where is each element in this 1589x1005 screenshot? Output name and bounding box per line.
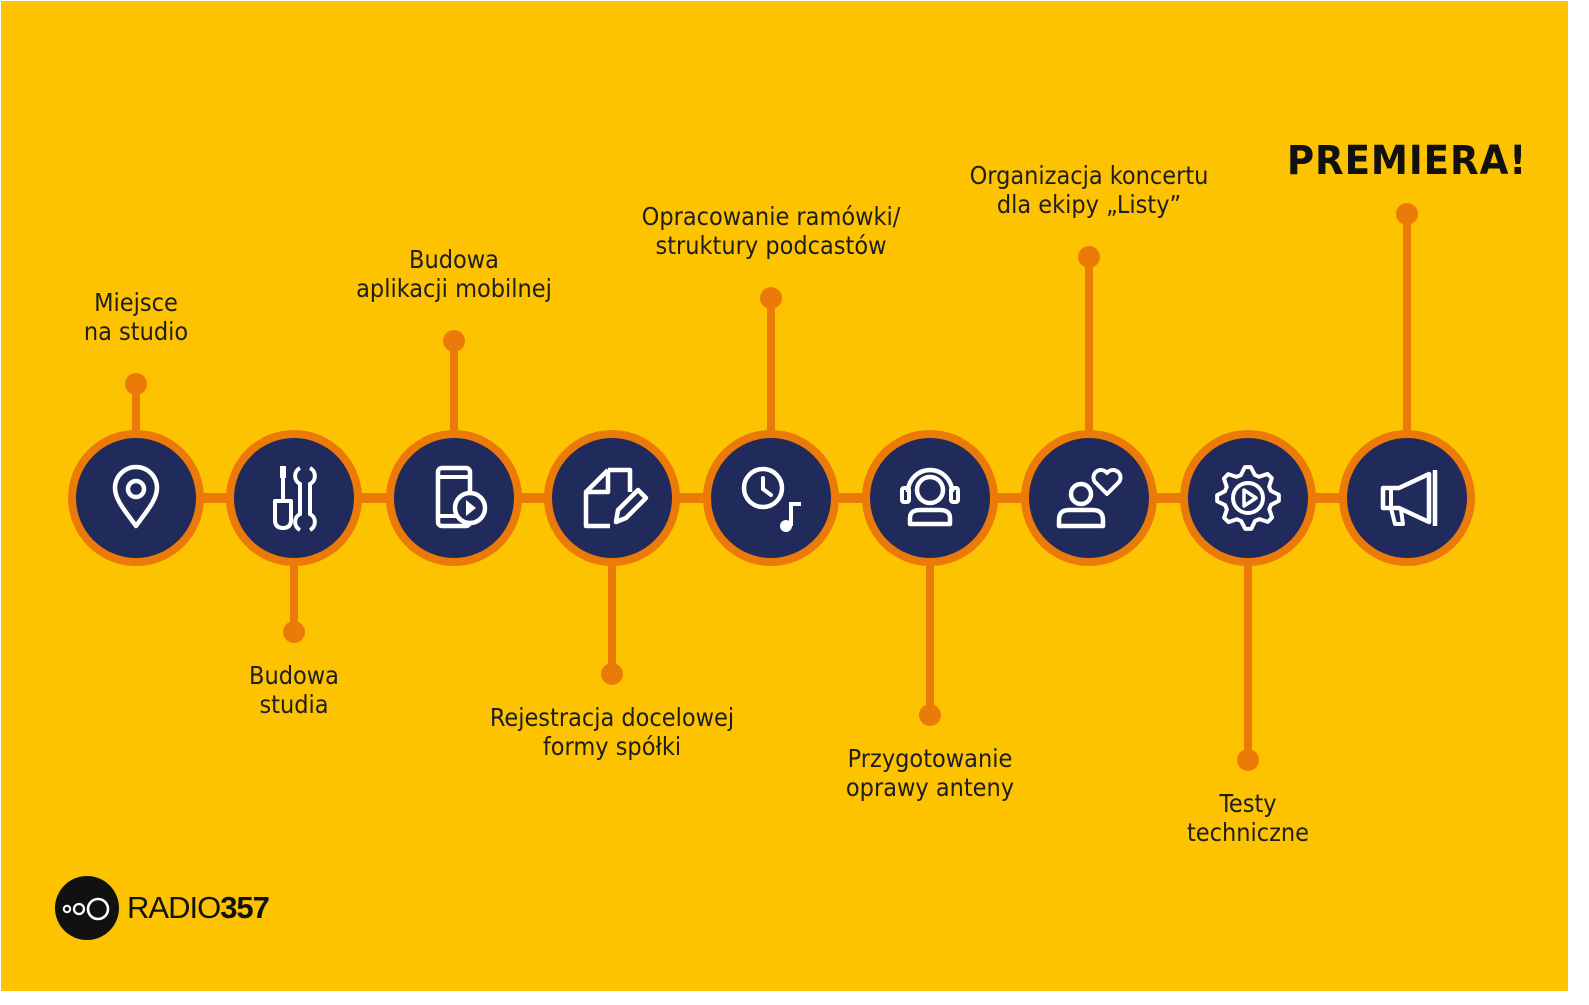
- step-node: [386, 430, 522, 566]
- logo-prefix: RADIO: [127, 890, 221, 925]
- node-disc: [552, 438, 672, 558]
- step-dot: [1237, 749, 1259, 771]
- user-heart-icon: [1056, 468, 1123, 529]
- node-disc: [1188, 438, 1308, 558]
- step-node: [703, 430, 839, 566]
- timeline-nodes: [68, 430, 1475, 566]
- node-disc: [870, 438, 990, 558]
- premiera-title: PREMIERA!: [1286, 138, 1528, 184]
- step-dot: [919, 704, 941, 726]
- headset-operator-icon: [900, 467, 960, 527]
- step-node: [226, 430, 362, 566]
- node-disc: [394, 438, 514, 558]
- clock-music-icon: [741, 466, 801, 532]
- step-node: [1180, 430, 1316, 566]
- step-dot: [760, 287, 782, 309]
- step-dot: [125, 373, 147, 395]
- step-node: [1339, 430, 1475, 566]
- mobile-app-icon: [435, 465, 488, 529]
- megaphone-icon: [1380, 470, 1438, 526]
- step-label-koncert: Organizacja koncertu dla ekipy „Listy”: [969, 161, 1209, 219]
- step-dot: [601, 663, 623, 685]
- step-label-testy: Testy techniczne: [1186, 789, 1310, 847]
- logo-circle: [55, 876, 119, 940]
- document-edit-icon: [583, 467, 649, 529]
- gear-play-icon: [1215, 465, 1281, 531]
- logo-dots-icon: [62, 897, 110, 921]
- step-dot: [1396, 203, 1418, 225]
- step-label-budowa-studia: Budowa studia: [249, 661, 339, 719]
- node-disc: [711, 438, 831, 558]
- step-node: [862, 430, 998, 566]
- step-node: [1021, 430, 1157, 566]
- logo-text: RADIO357: [127, 890, 270, 926]
- step-dot: [1078, 246, 1100, 268]
- location-pin-icon: [112, 464, 160, 529]
- step-label-ramowka: Opracowanie ramówki/ struktury podcastów: [641, 202, 901, 260]
- step-node: [544, 430, 680, 566]
- step-dot: [283, 621, 305, 643]
- step-label-oprawa: Przygotowanie oprawy anteny: [845, 744, 1015, 802]
- step-label-rejestracja: Rejestracja docelowej formy spółki: [489, 703, 735, 761]
- tools-icon: [273, 466, 317, 532]
- step-label-aplikacja: Budowa aplikacji mobilnej: [356, 245, 552, 303]
- node-disc: [234, 438, 354, 558]
- step-dot: [443, 330, 465, 352]
- node-disc: [1347, 438, 1467, 558]
- step-label-miejsce: Miejsce na studio: [83, 288, 189, 346]
- step-node: [68, 430, 204, 566]
- logo-number: 357: [220, 890, 270, 925]
